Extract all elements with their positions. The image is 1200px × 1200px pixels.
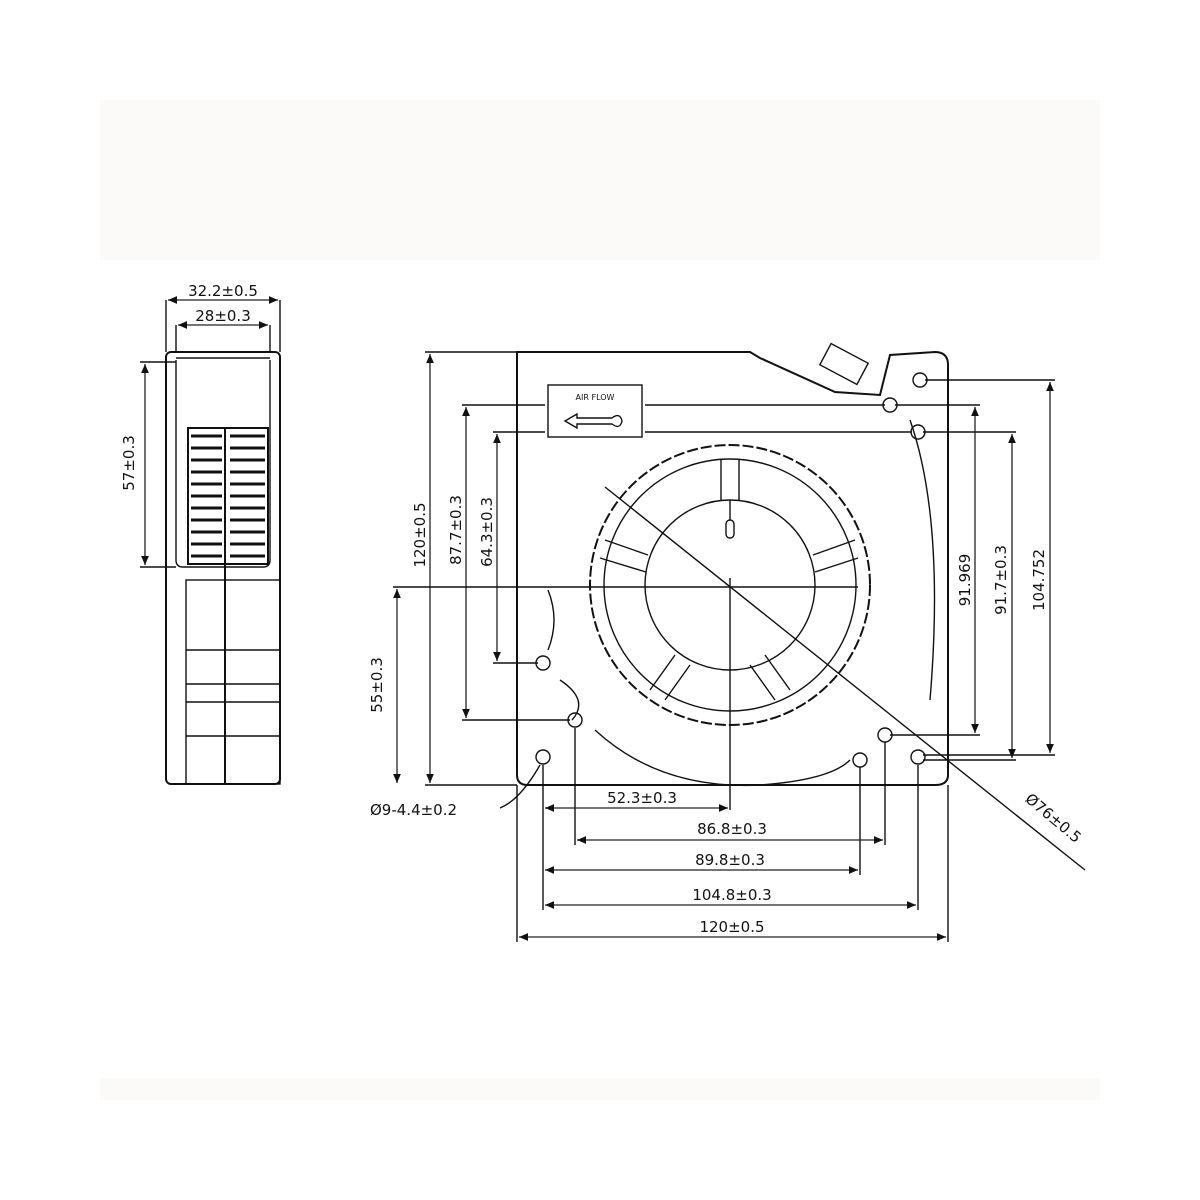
background-band <box>100 1078 1100 1100</box>
side-inner-width-label: 28±0.3 <box>195 307 251 325</box>
width-overall-label: 120±0.5 <box>699 918 764 936</box>
diameter-label: Ø76±0.5 <box>1022 790 1085 847</box>
width-52-label: 52.3±0.3 <box>607 789 677 807</box>
side-overall-width-label: 32.2±0.5 <box>188 282 258 300</box>
side-outlet-height-label: 57±0.3 <box>120 435 138 491</box>
airflow-arrow-icon <box>563 412 623 430</box>
center-height-label: 55±0.3 <box>368 657 386 713</box>
width-86-label: 86.8±0.3 <box>697 820 767 838</box>
right-104-752-label: 104.752 <box>1030 549 1048 611</box>
side-view: 32.2±0.5 28±0.3 57±0.3 <box>120 282 281 785</box>
height-overall-label: 120±0.5 <box>411 502 429 567</box>
height-87-label: 87.7±0.3 <box>447 495 465 565</box>
right-91-969-label: 91.969 <box>956 554 974 607</box>
height-64-label: 64.3±0.3 <box>478 497 496 567</box>
width-104-label: 104.8±0.3 <box>692 886 771 904</box>
width-89-label: 89.8±0.3 <box>695 851 765 869</box>
airflow-label: AIR FLOW <box>576 393 615 402</box>
front-view: AIR FLOW 120±0.5 87.7±0. <box>368 342 1086 942</box>
background-band <box>100 100 1100 260</box>
hole-spec-label: Ø9-4.4±0.2 <box>370 801 457 819</box>
right-91-7-label: 91.7±0.3 <box>992 545 1010 615</box>
